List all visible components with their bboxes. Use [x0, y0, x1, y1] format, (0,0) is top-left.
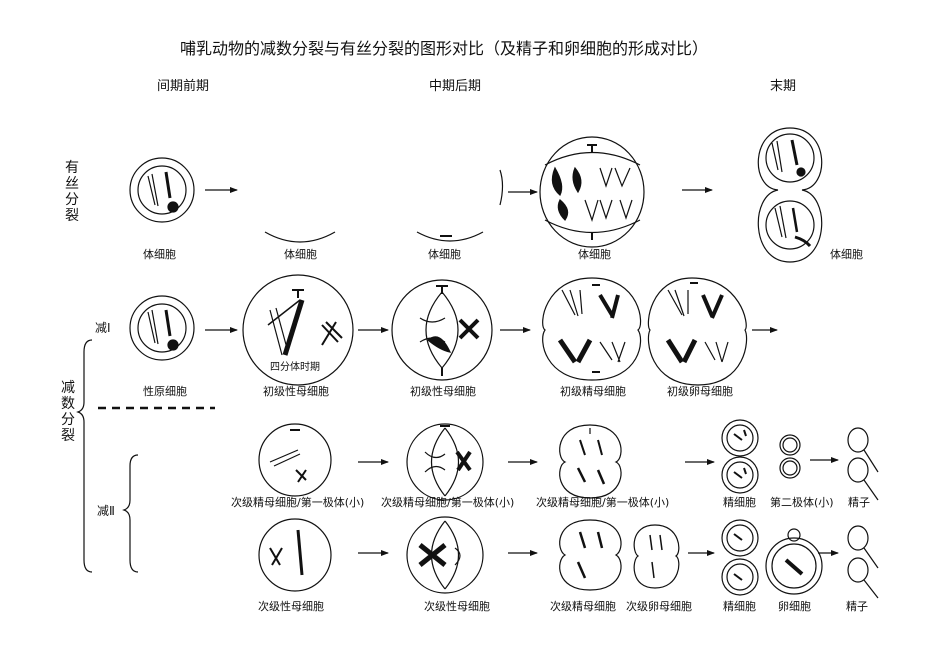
cell-somatic-metaphase — [499, 136, 645, 248]
label-sperm: 精子 — [848, 496, 870, 509]
label-secondary-oocyte: 次级卵母细胞 — [626, 600, 692, 613]
row-label-meiosis-2: 减Ⅱ — [97, 504, 115, 518]
cell-egg-cell — [765, 528, 823, 595]
label-somatic-cell: 体细胞 — [578, 248, 611, 261]
label-secondary-meiocyte: 次级性母细胞 — [258, 600, 324, 613]
cell-spermatids-lower — [721, 519, 759, 596]
label-primary-spermatocyte: 初级精母细胞 — [560, 385, 626, 398]
label-spermatid: 精细胞 — [723, 496, 756, 509]
meiosis-bracket — [76, 339, 93, 573]
label-somatic-cell: 体细胞 — [143, 248, 176, 261]
label-secondary-meiocyte: 次级性母细胞 — [424, 600, 490, 613]
cell-spermatids-upper — [721, 419, 759, 494]
cell-germ-cell — [129, 295, 195, 361]
cell-somatic-interphase — [129, 157, 195, 223]
label-primary-meiocyte: 初级性母细胞 — [410, 385, 476, 398]
label-sperm: 精子 — [846, 600, 868, 613]
label-spermatid: 精细胞 — [723, 600, 756, 613]
row-label-meiosis: 减数分裂 — [61, 380, 75, 444]
cell-sperm-upper — [847, 427, 879, 501]
cell-fragment — [416, 231, 484, 242]
cell-secondary-spermatocyte-anaphase-lower — [559, 519, 622, 591]
cell-primary-oocyte — [647, 277, 748, 386]
cell-secondary-meiocyte-metaphase — [406, 516, 484, 594]
cell-secondary-spermatocyte-prophase — [258, 423, 332, 497]
phase-header-metaphase-anaphase: 中期后期 — [429, 79, 482, 94]
label-tetrad-stage: 四分体时期 — [270, 362, 320, 373]
label-egg-cell: 卵细胞 — [778, 600, 811, 613]
cell-primary-spermatocyte — [542, 277, 642, 381]
cell-sperm-lower — [847, 525, 879, 599]
cell-secondary-spermatocyte-anaphase — [559, 424, 622, 499]
cell-primary-meiocyte-metaphase — [391, 279, 493, 381]
label-secondary-spermatocyte: 次级精母细胞/第一极体(小) — [381, 496, 515, 509]
phase-header-telophase: 末期 — [770, 79, 797, 94]
label-secondary-spermatocyte: 次级精母细胞/第一极体(小) — [536, 496, 670, 509]
cell-second-polar-body-upper — [779, 434, 801, 479]
row-label-meiosis-1: 减Ⅰ — [95, 321, 111, 335]
row-label-mitosis: 有丝分裂 — [65, 160, 79, 224]
label-somatic-cell: 体细胞 — [428, 248, 461, 261]
label-secondary-spermatocyte: 次级精母细胞 — [550, 600, 616, 613]
label-secondary-spermatocyte: 次级精母细胞/第一极体(小) — [231, 496, 365, 509]
cell-tetrad-stage — [242, 274, 354, 386]
cell-secondary-oocyte-anaphase — [633, 524, 680, 589]
label-somatic-cell: 体细胞 — [284, 248, 317, 261]
label-primary-meiocyte: 初级性母细胞 — [263, 385, 329, 398]
page-title: 哺乳动物的减数分裂与有丝分裂的图形对比（及精子和卵细胞的形成对比） — [180, 39, 709, 58]
phase-header-interphase-prophase: 间期前期 — [157, 79, 210, 94]
cell-secondary-meiocyte-prophase — [258, 518, 332, 592]
label-second-polar-body: 第二极体(小) — [770, 496, 834, 509]
label-germ-cell: 性原细胞 — [143, 385, 187, 398]
label-somatic-cell: 体细胞 — [830, 248, 863, 261]
cell-secondary-spermatocyte-metaphase — [406, 423, 484, 501]
cell-somatic-telophase — [757, 127, 823, 263]
meiosis-2-bracket — [122, 454, 139, 573]
cell-fragment — [264, 231, 336, 243]
label-primary-oocyte: 初级卵母细胞 — [667, 385, 733, 398]
